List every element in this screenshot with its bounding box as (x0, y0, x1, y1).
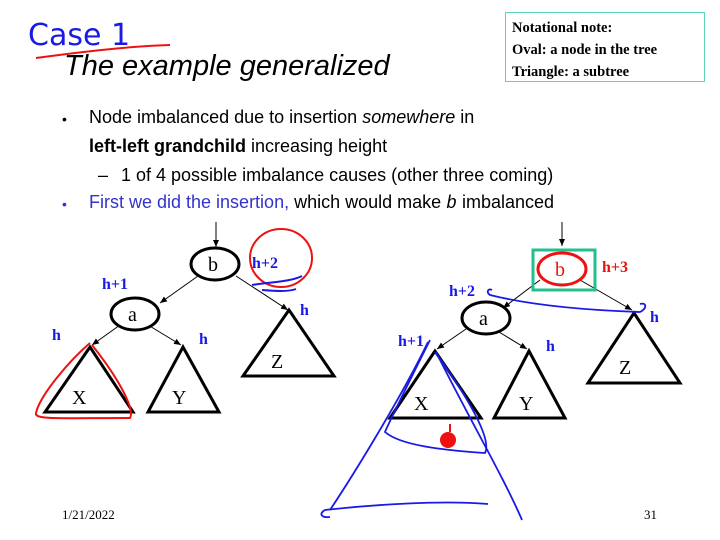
text: in (455, 107, 475, 127)
right-height-z: h (650, 309, 659, 326)
footer-date: 1/21/2022 (62, 507, 115, 522)
left-tree (42, 222, 337, 414)
bullet-dot: • (62, 196, 67, 212)
left-height-a: h+1 (102, 276, 128, 293)
right-node-b: b (555, 259, 565, 281)
text-bold: left-left grandchild (89, 136, 246, 156)
bullet-dot: • (62, 111, 67, 127)
right-subtree-y: Y (519, 393, 533, 415)
right-subtree-z: Z (619, 357, 631, 379)
bullet-2: First we did the insertion, which would … (89, 192, 554, 214)
right-height-b: h+3 (602, 259, 628, 276)
right-node-a: a (479, 308, 488, 330)
slide-title: The example generalized (64, 50, 390, 82)
note-triangle: Triangle: a subtree (512, 64, 630, 80)
text: Node imbalanced due to insertion (89, 107, 363, 127)
left-height-b: h+2 (252, 255, 278, 272)
right-subtree-x: X (414, 393, 429, 415)
left-subtree-x: X (72, 387, 87, 409)
bullet-1-line-1: Node imbalanced due to insertion somewhe… (89, 107, 474, 128)
left-height-x: h (52, 327, 61, 344)
right-height-x: h+1 (398, 333, 424, 350)
right-height-y: h (546, 338, 555, 355)
bullet-1-line-2: left-left grandchild increasing height (89, 136, 387, 157)
left-node-a: a (128, 304, 137, 326)
text: which would make (289, 192, 447, 212)
notational-note-box: Notational note: Oval: a node in the tre… (505, 12, 705, 82)
left-height-z: h (300, 302, 309, 319)
text-emphasis: somewhere (362, 107, 456, 127)
handwritten-case-label: Case 1 (28, 18, 130, 53)
blue-underline-annotation (251, 275, 303, 292)
left-subtree-z: Z (271, 351, 283, 373)
blue-ink-annotations (320, 288, 647, 521)
right-tree (387, 222, 683, 420)
sub-bullet: 1 of 4 possible imbalance causes (other … (121, 165, 554, 185)
text: increasing height (246, 136, 388, 156)
right-height-a: h+2 (449, 283, 475, 300)
red-insertion-dot (440, 432, 456, 448)
red-circle-annotation (249, 228, 313, 288)
sub-bullet-dash: – (98, 165, 109, 185)
highlight-box (531, 248, 597, 292)
page-number: 31 (644, 507, 657, 522)
red-outline-x-annotation (34, 342, 132, 420)
red-underline (35, 44, 171, 59)
text: imbalanced (456, 192, 555, 212)
left-subtree-y: Y (172, 387, 186, 409)
left-node-b: b (208, 254, 218, 276)
variable-b: b (446, 194, 457, 214)
note-oval: Oval: a node in the tree (512, 42, 658, 58)
note-heading: Notational note: (512, 20, 613, 36)
left-height-y: h (199, 331, 208, 348)
text-blue: First we did the insertion, (89, 192, 290, 212)
